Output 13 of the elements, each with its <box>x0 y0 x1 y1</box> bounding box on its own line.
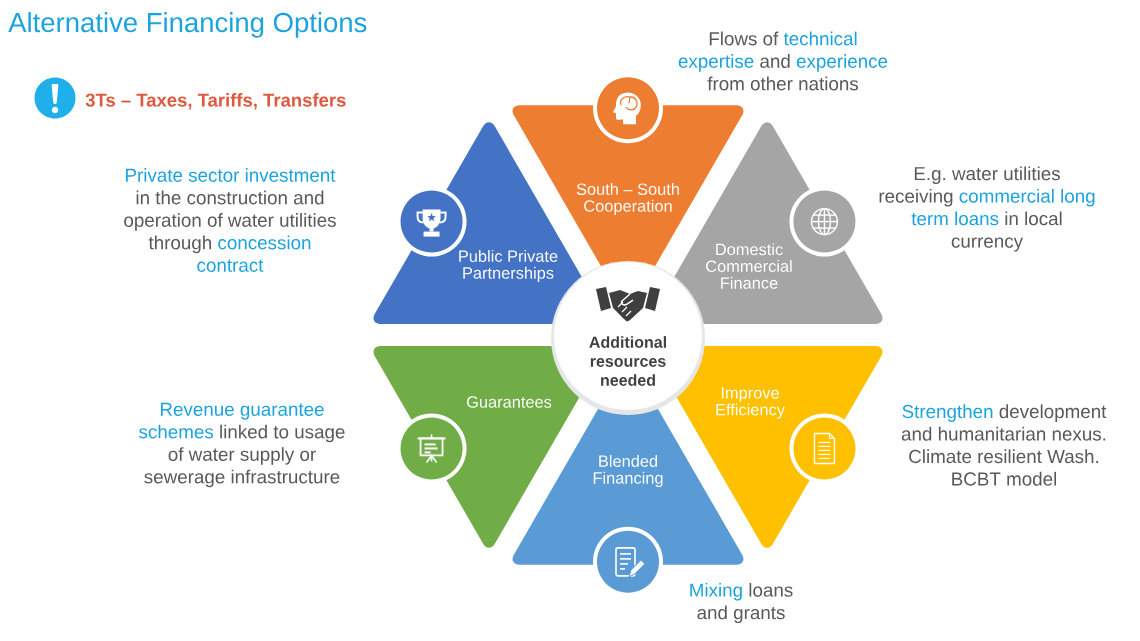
description-text: Strengthen development and humanitarian nexus. Climate resilient Wash. BCBT model <box>901 404 1107 486</box>
description-text: Private sector investment in the construction and operation of water utilities through concession contract <box>124 168 336 272</box>
title: Alternative Financing Options <box>8 12 367 38</box>
description-text: Mixing loans and grants <box>690 583 793 623</box>
node-label: from other nations <box>707 76 859 91</box>
note-text: 3Ts – Taxes, Tariffs, Transfers <box>85 93 346 110</box>
description-text: Revenue guarantee schemes linked to usage of water supply or sewerage infrastructure <box>139 402 345 488</box>
description-text: Flows of technical expertise and experience from other nations <box>678 31 888 91</box>
node-label: experience <box>796 54 888 72</box>
node-label: and <box>760 54 790 68</box>
node-label: Flows of <box>709 31 779 46</box>
node-label: technical <box>783 31 857 46</box>
node-label: expertise <box>678 54 754 72</box>
